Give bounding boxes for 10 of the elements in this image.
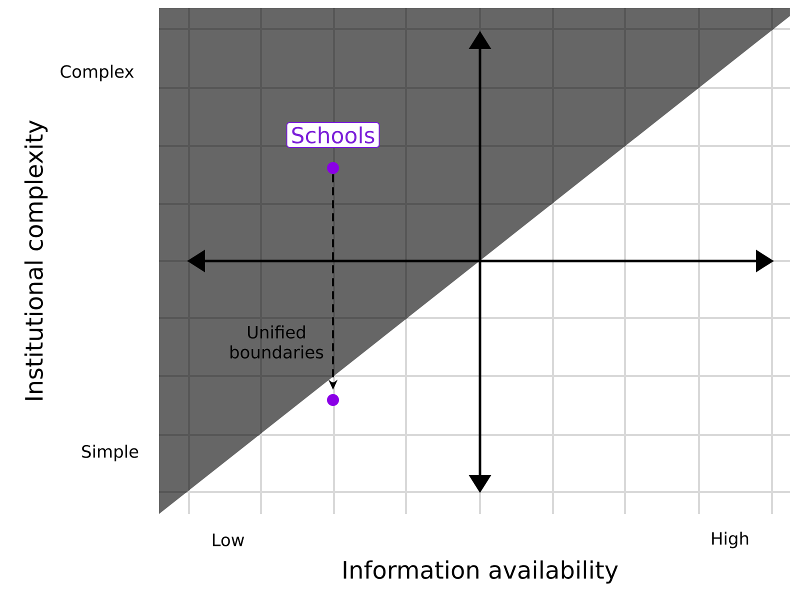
label-box: Schools — [286, 122, 380, 148]
data-point — [327, 162, 339, 174]
axis-tick-label: Simple — [82, 444, 138, 462]
axis-title: Institutional complexity — [24, 120, 48, 400]
edge-label: Unified boundaries — [230, 325, 324, 359]
axis-tick-label: High — [712, 532, 748, 548]
axis-tick-label: Low — [212, 534, 244, 546]
axis-tick-label: Complex — [60, 64, 134, 82]
data-point — [327, 394, 339, 406]
axis-title: Information availability — [344, 560, 618, 584]
